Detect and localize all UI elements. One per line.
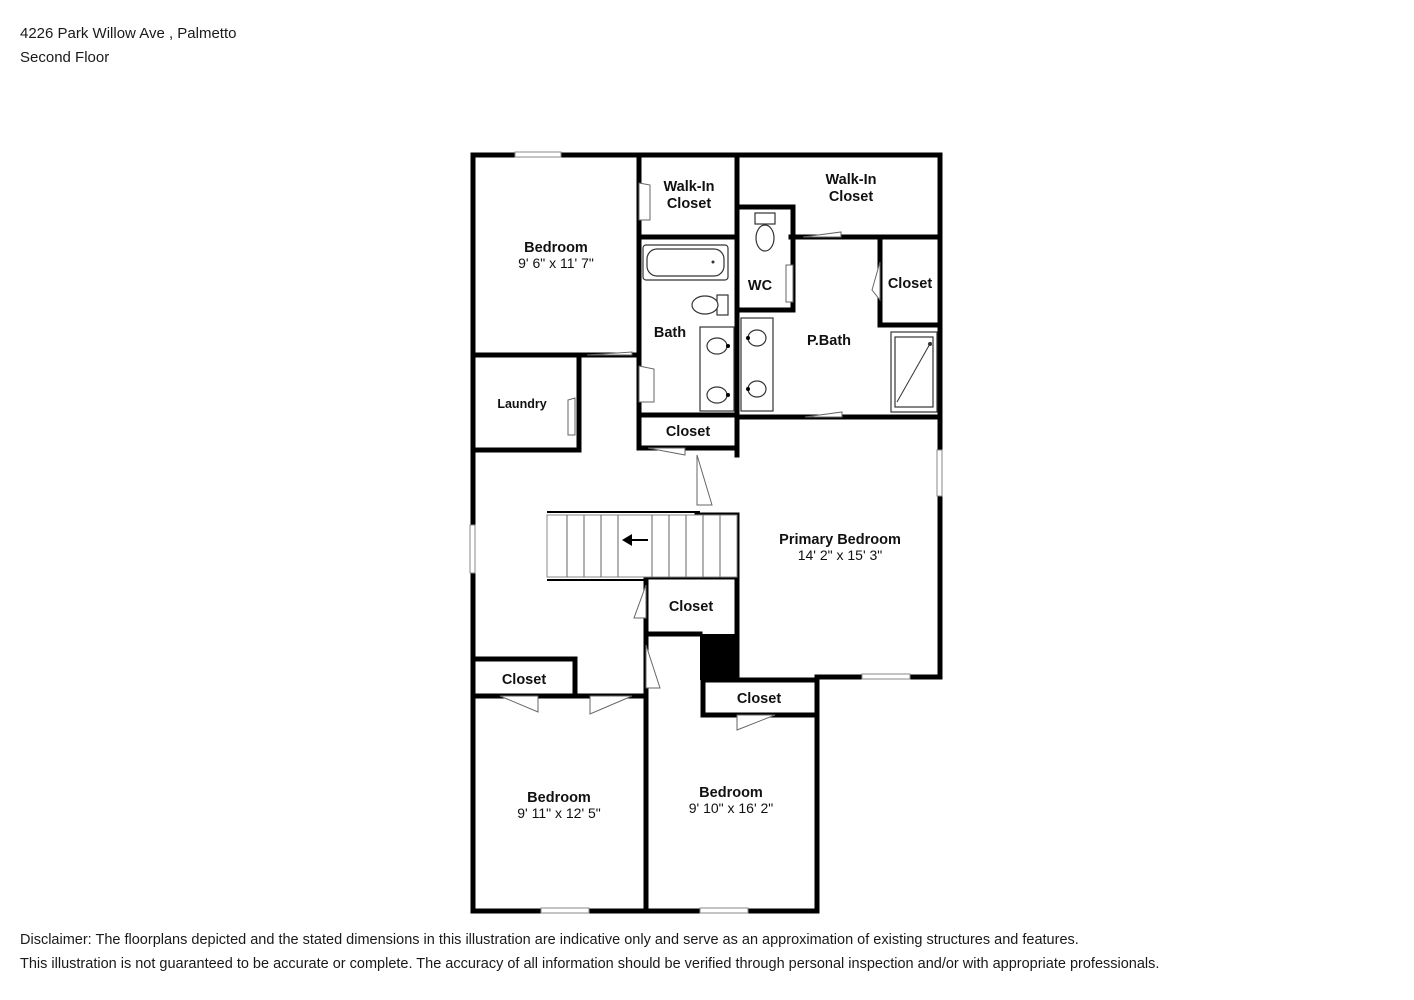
room-wc-label: WC	[748, 278, 773, 294]
room-name: Bedroom	[524, 240, 588, 256]
room-dimensions: 9' 11" x 12' 5"	[517, 805, 601, 821]
room-name-line2: Closet	[829, 189, 873, 205]
room-closet-mid-label: Closet	[669, 599, 713, 615]
toilet-icon	[691, 294, 729, 316]
room-name: Walk-In	[663, 179, 714, 195]
room-closet-hall-label: Closet	[666, 424, 710, 440]
room-bedroom-se: Bedroom 9' 10" x 16' 2"	[689, 785, 774, 816]
structural-column	[700, 634, 737, 680]
bathtub-icon	[642, 244, 729, 281]
disclaimer: Disclaimer: The floorplans depicted and …	[20, 928, 1159, 976]
room-name: Primary Bedroom	[779, 532, 901, 548]
pbath-vanity-icon	[740, 317, 774, 412]
windows	[469, 151, 943, 914]
room-name: Bedroom	[527, 790, 591, 806]
room-primary-bedroom: Primary Bedroom 14' 2" x 15' 3"	[779, 532, 901, 563]
room-closet-pbath-label: Closet	[888, 276, 932, 292]
room-name: Walk-In	[825, 172, 876, 188]
room-dimensions: 9' 10" x 16' 2"	[689, 800, 774, 816]
room-name: Bedroom	[699, 785, 763, 801]
double-vanity-icon	[699, 326, 735, 412]
room-bedroom-nw: Bedroom 9' 6" x 11' 7"	[518, 240, 594, 271]
room-walkin-closet-1: Walk-In Closet	[663, 179, 714, 212]
room-dimensions: 9' 6" x 11' 7"	[518, 255, 594, 271]
outer-walls	[470, 152, 943, 914]
room-pbath-label: P.Bath	[807, 333, 851, 349]
address-text: 4226 Park Willow Ave , Palmetto	[20, 25, 237, 42]
staircase	[546, 511, 738, 581]
disclaimer-line-1: Disclaimer: The floorplans depicted and …	[20, 932, 1079, 948]
room-name-line2: Closet	[667, 196, 711, 212]
room-walkin-closet-2: Walk-In Closet	[825, 172, 876, 205]
floor-label: Second Floor	[20, 49, 110, 66]
room-closet-se-label: Closet	[737, 691, 781, 707]
room-dimensions: 14' 2" x 15' 3"	[798, 547, 883, 563]
header: 4226 Park Willow Ave , Palmetto Second F…	[20, 22, 237, 70]
stair-arrow-icon	[622, 534, 632, 546]
shower-icon	[890, 331, 938, 413]
room-bedroom-sw: Bedroom 9' 11" x 12' 5"	[517, 790, 601, 821]
room-bath-label: Bath	[654, 325, 686, 341]
doors	[499, 182, 881, 731]
room-laundry-label: Laundry	[497, 397, 546, 411]
disclaimer-line-2: This illustration is not guaranteed to b…	[20, 956, 1160, 972]
wc-toilet-icon	[754, 212, 776, 252]
room-closet-sw-label: Closet	[502, 672, 546, 688]
